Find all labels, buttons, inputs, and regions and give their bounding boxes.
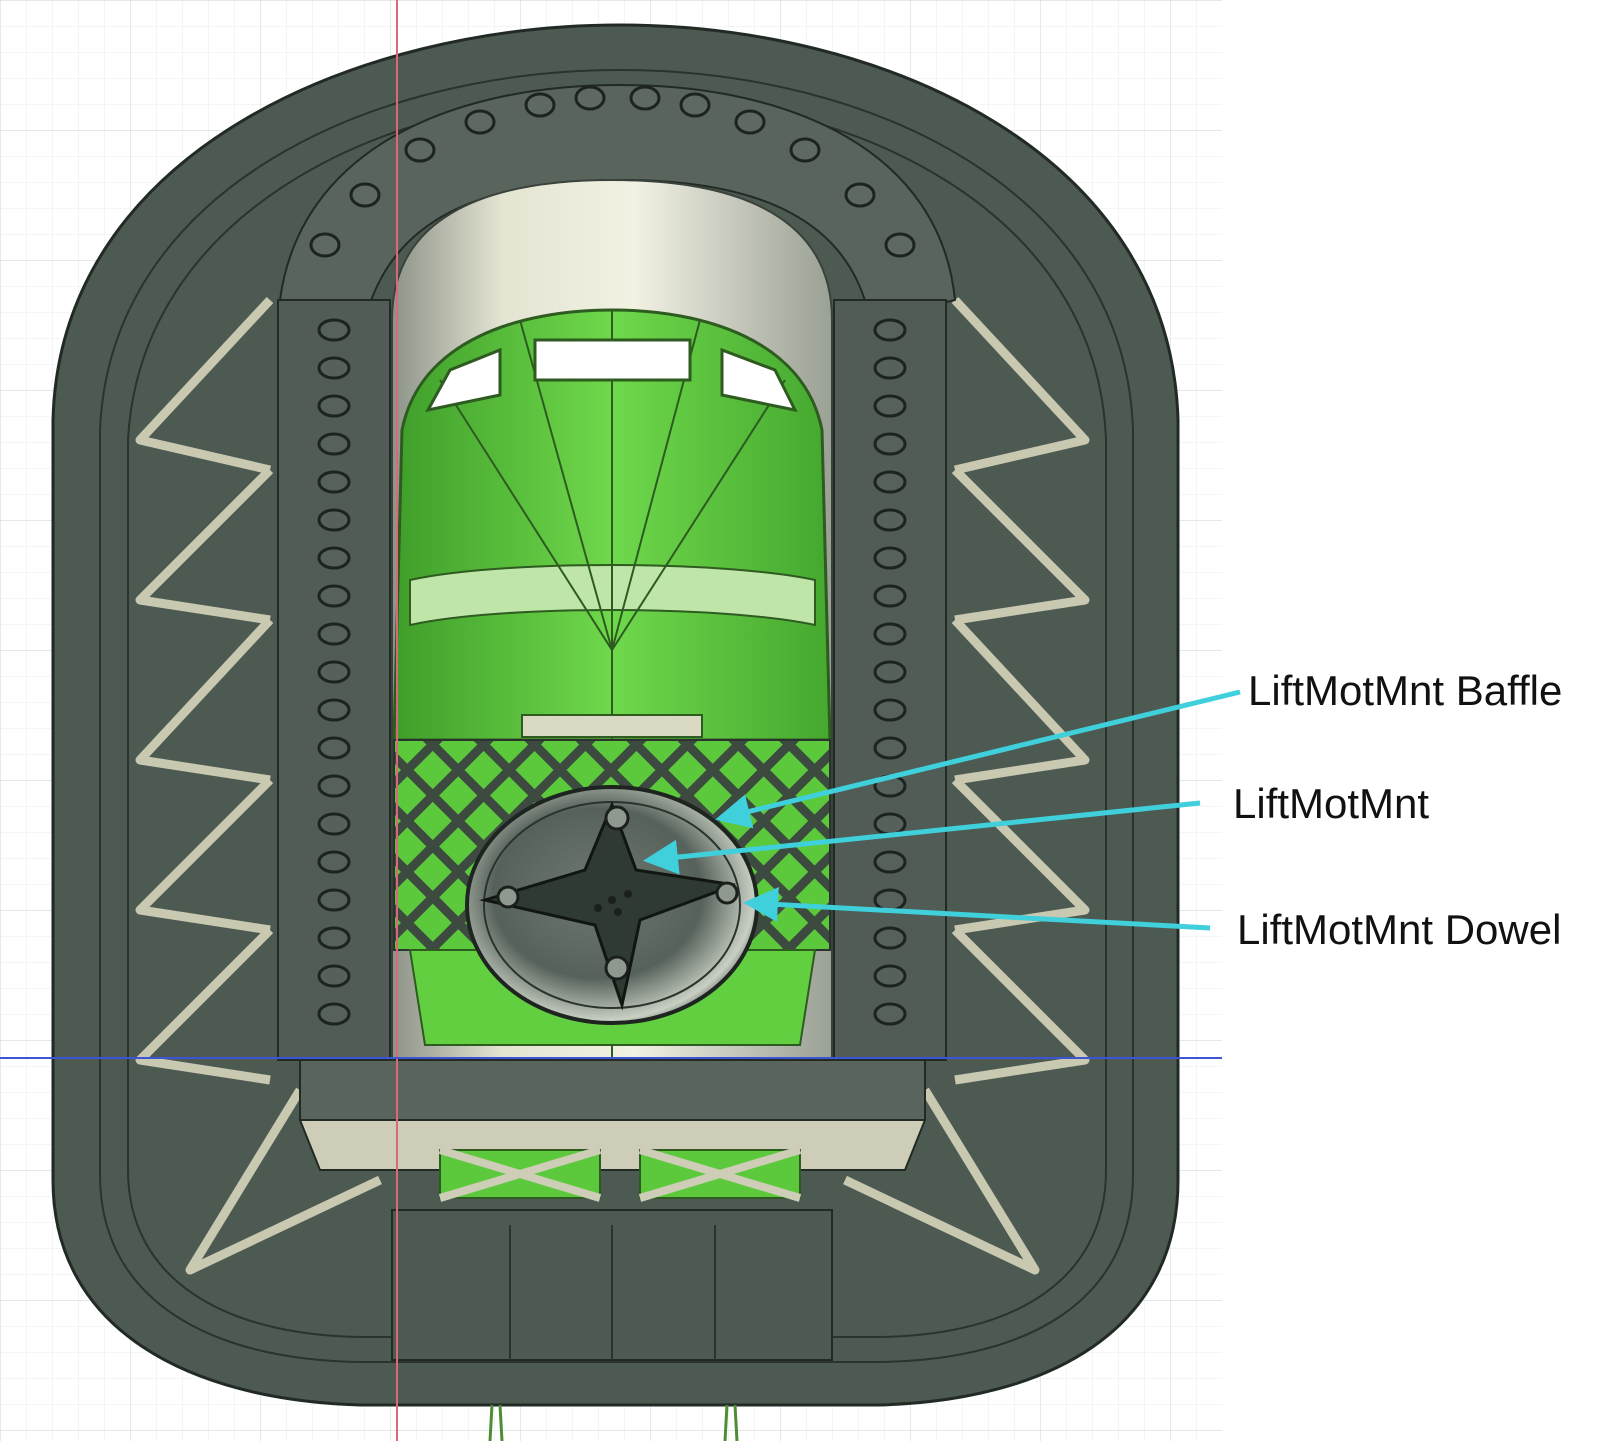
column-hole — [317, 432, 351, 456]
green-duct-windows — [425, 338, 798, 413]
column-hole — [317, 660, 351, 684]
column-hole — [873, 470, 907, 494]
column-hole — [317, 356, 351, 380]
duct-slot — [521, 714, 703, 738]
lift-motor-mount-cross — [479, 800, 736, 1011]
callout-arrow-baffle — [715, 689, 1241, 829]
column-hole — [873, 622, 907, 646]
column-hole — [873, 356, 907, 380]
bottom-green-panels — [438, 1146, 802, 1202]
column-hole — [317, 698, 351, 722]
column-hole — [317, 546, 351, 570]
column-hole — [873, 1002, 907, 1026]
column-hole — [873, 508, 907, 532]
callout-arrow-dowel — [743, 887, 1211, 931]
column-hole — [873, 850, 907, 874]
skid-tips — [488, 1404, 739, 1442]
column-hole — [873, 926, 907, 950]
column-hole — [317, 394, 351, 418]
column-hole — [317, 888, 351, 912]
column-hole — [317, 508, 351, 532]
stern-lines — [509, 1225, 716, 1360]
callout-label-mount: LiftMotMnt — [1233, 780, 1429, 827]
mount-bolts — [496, 805, 739, 981]
column-hole — [317, 964, 351, 988]
column-hole — [873, 736, 907, 760]
column-hole — [873, 660, 907, 684]
left-ribs — [135, 296, 382, 1275]
ring-holes — [309, 85, 916, 258]
column-hole — [317, 736, 351, 760]
column-hole — [873, 584, 907, 608]
column-hole — [873, 812, 907, 836]
callout-label-dowel: LiftMotMnt Dowel — [1237, 906, 1561, 953]
column-hole — [873, 546, 907, 570]
column-hole — [873, 698, 907, 722]
column-hole — [317, 622, 351, 646]
column-hole — [873, 888, 907, 912]
right-ribs — [843, 296, 1090, 1275]
column-hole — [317, 318, 351, 342]
hull-inner-rim-2 — [127, 93, 1107, 1338]
bottom-ring — [298, 1119, 927, 1171]
column-hole — [873, 394, 907, 418]
column-hole — [317, 774, 351, 798]
column-holes — [317, 318, 907, 1026]
bottom-deck — [299, 1059, 926, 1121]
column-hole — [317, 926, 351, 950]
column-hole — [873, 432, 907, 456]
column-hole — [317, 1002, 351, 1026]
mount-center-holes — [594, 890, 632, 916]
column-hole — [873, 964, 907, 988]
column-hole — [317, 850, 351, 874]
callout-label-baffle: LiftMotMnt Baffle — [1248, 667, 1562, 714]
column-hole — [317, 584, 351, 608]
column-hole — [317, 812, 351, 836]
hull-inner-rim — [99, 68, 1134, 1363]
column-hole — [873, 318, 907, 342]
column-hole — [317, 470, 351, 494]
callout-arrow-mount — [643, 800, 1201, 875]
